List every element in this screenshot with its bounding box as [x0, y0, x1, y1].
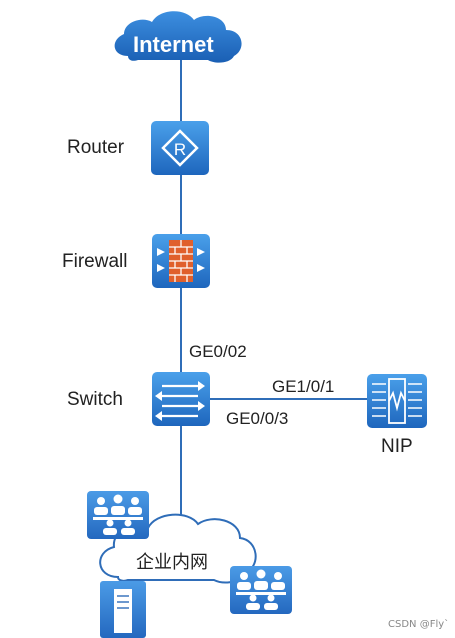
lan-label: 企业内网 [136, 552, 208, 573]
nip-icon [367, 374, 427, 428]
router-glyph: R [174, 140, 186, 159]
nip-label: NIP [381, 436, 413, 457]
user-group-icon [230, 566, 292, 614]
switch-icon [152, 372, 210, 426]
firewall-icon [152, 234, 210, 288]
watermark: CSDN @Fly` [388, 619, 450, 630]
server-icon [100, 581, 146, 638]
port-label-switch-up: GE0/02 [189, 342, 247, 361]
router-label: Router [67, 137, 125, 158]
switch-label: Switch [67, 389, 123, 410]
internet-cloud [114, 11, 242, 63]
port-label-nip: GE1/0/1 [272, 377, 335, 396]
user-group-icon [87, 491, 149, 539]
router-icon: R [151, 121, 209, 175]
port-label-switch-down: GE0/0/3 [226, 409, 289, 428]
internet-label: Internet [133, 32, 214, 57]
links [180, 60, 367, 520]
firewall-label: Firewall [62, 251, 128, 272]
